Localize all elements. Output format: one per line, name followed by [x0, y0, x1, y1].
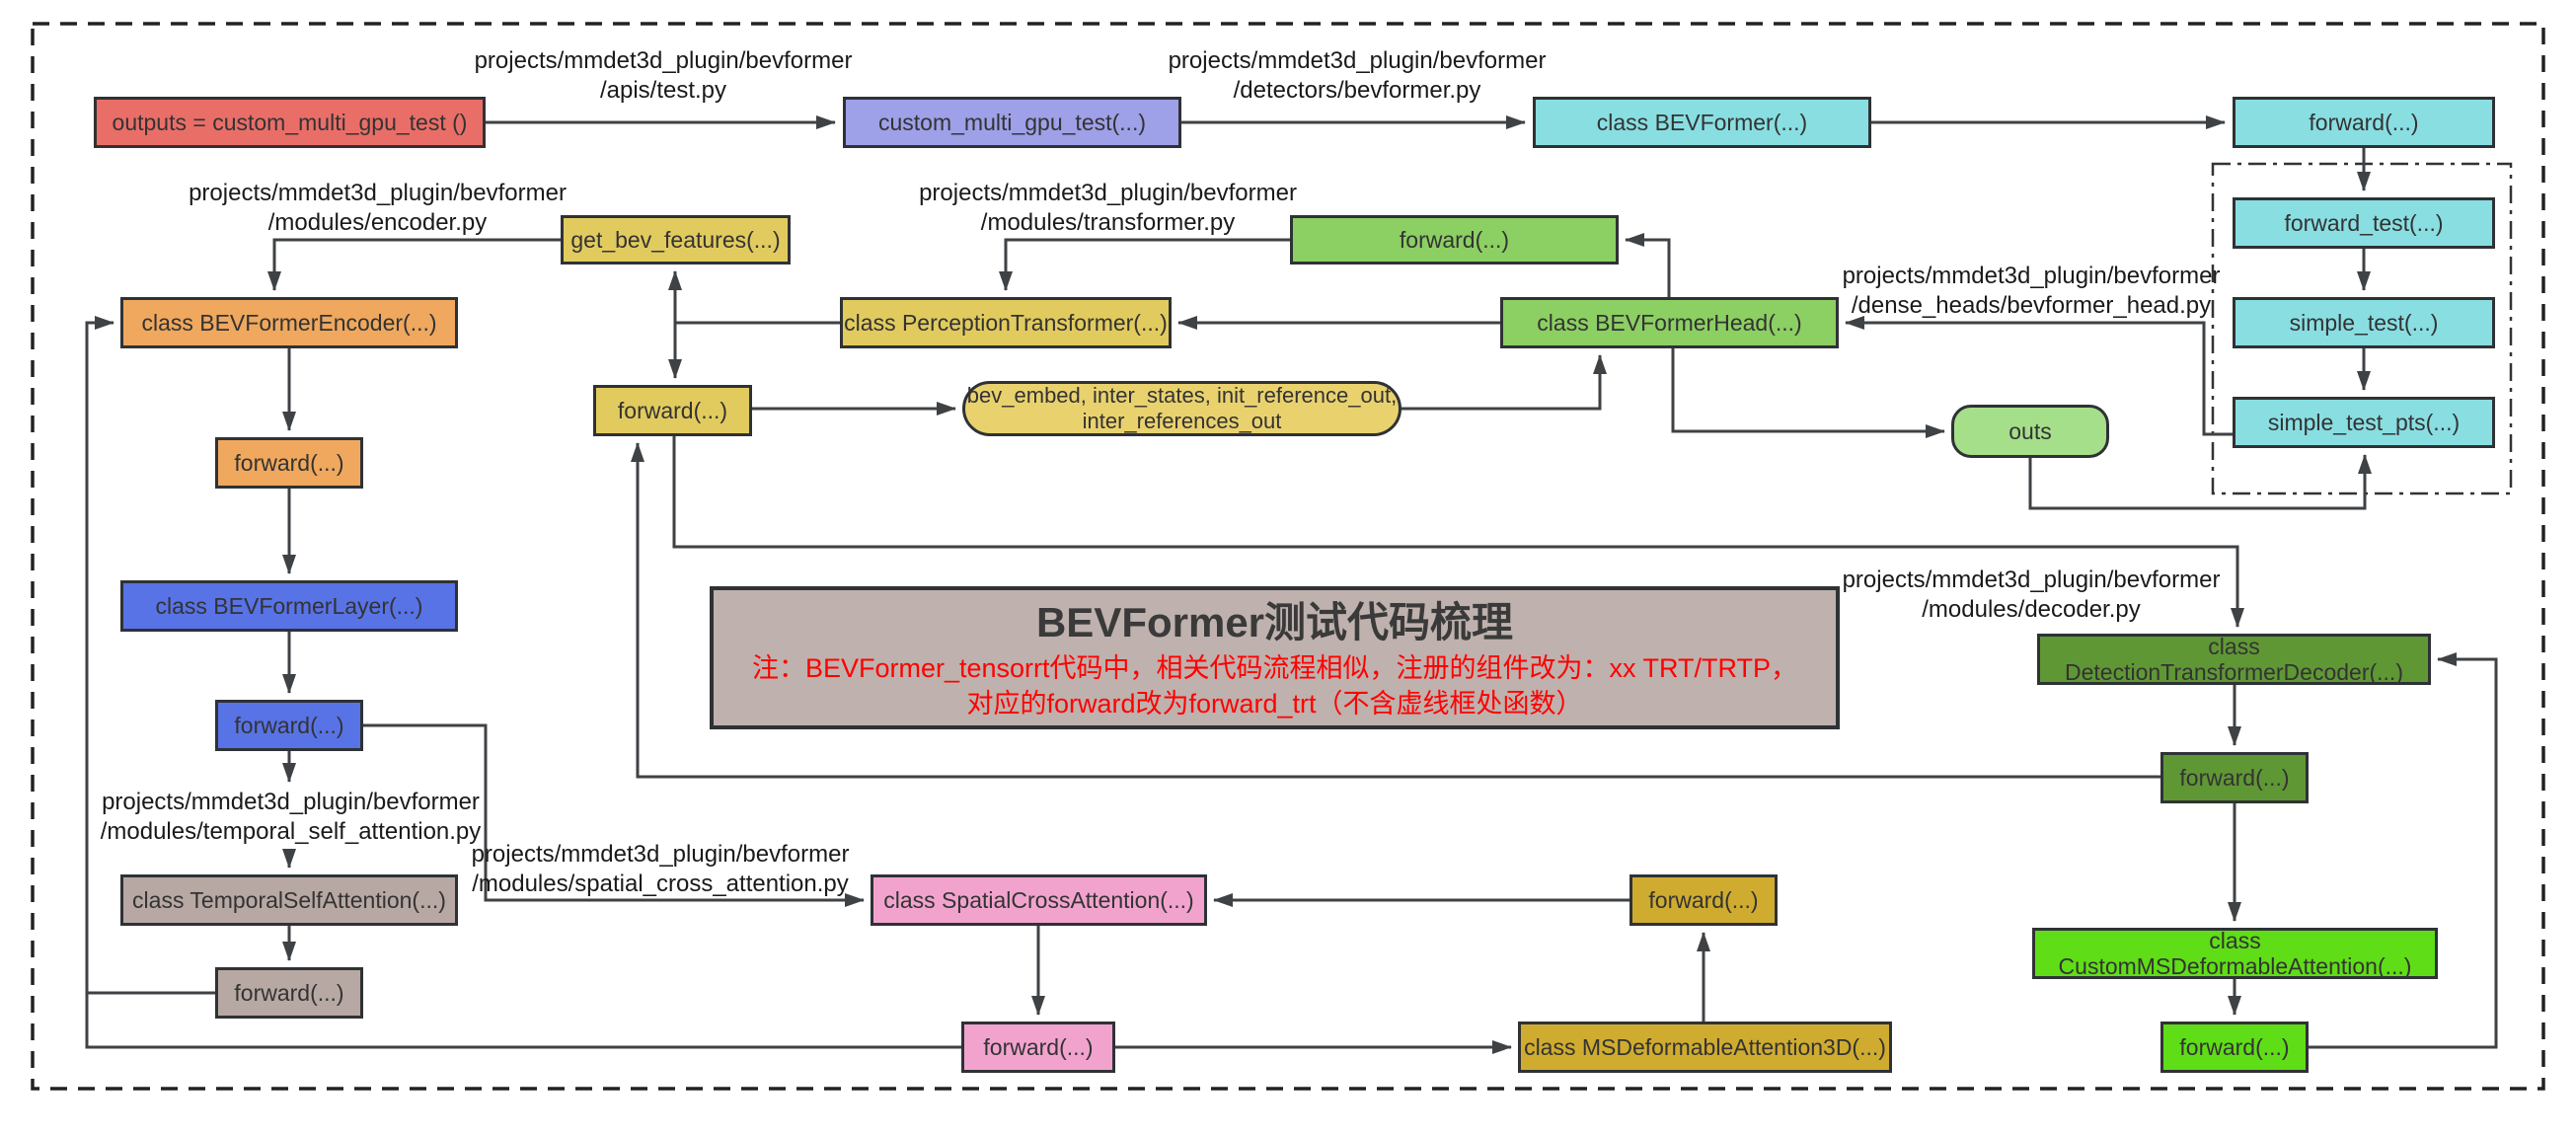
- edge-label-apis-test: projects/mmdet3d_plugin/bevformer /apis/…: [474, 47, 853, 104]
- edge-label-modules-encoder: projects/mmdet3d_plugin/bevformer /modul…: [189, 180, 567, 236]
- node-decoder-forward: forward(...): [2160, 752, 2309, 803]
- edge-label-modules-spatial-cross-attention: projects/mmdet3d_plugin/bevformer /modul…: [471, 841, 850, 897]
- outer-dashed-border: [31, 22, 2545, 1091]
- node-class-bevformer-layer: class BEVFormerLayer(...): [120, 580, 458, 632]
- node-class-bevformer-encoder: class BEVFormerEncoder(...): [120, 297, 458, 348]
- node-outputs: outputs = custom_multi_gpu_test (): [94, 97, 486, 148]
- connector-layer-forward-to-spatial-cross-attention: [363, 723, 865, 907]
- node-class-perception-transformer: class PerceptionTransformer(...): [840, 297, 1172, 348]
- connector-outs-to-simple-test-pts: [2028, 454, 2372, 510]
- connector-simple-test-pts-to-bevformer-head: [1845, 316, 2233, 436]
- connector-feedback-bus-to-encoder: [85, 316, 961, 1049]
- node-cmda-forward: forward(...): [2160, 1022, 2309, 1073]
- connector-bevformer-head-to-outs: [1671, 348, 1945, 438]
- node-tsa-forward: forward(...): [215, 967, 363, 1019]
- node-class-bevformer: class BEVFormer(...): [1533, 97, 1871, 148]
- node-outs: outs: [1951, 405, 2109, 458]
- node-custom-multi-gpu-test: custom_multi_gpu_test(...): [843, 97, 1181, 148]
- node-class-bevformer-head: class BEVFormerHead(...): [1500, 297, 1839, 348]
- node-head-forward: forward(...): [1290, 215, 1619, 265]
- node-simple-test-pts: simple_test_pts(...): [2233, 397, 2495, 448]
- connector-bevformer-head-to-head-forward: [1625, 233, 1671, 297]
- node-msda3d-forward: forward(...): [1629, 874, 1778, 926]
- edge-label-detectors-bevformer: projects/mmdet3d_plugin/bevformer /detec…: [1168, 47, 1547, 104]
- edge-label-modules-temporal-self-attention: projects/mmdet3d_plugin/bevformer /modul…: [100, 789, 482, 845]
- node-get-bev-features: get_bev_features(...): [561, 215, 791, 265]
- node-simple-test: simple_test(...): [2233, 297, 2495, 348]
- node-layer-forward: forward(...): [215, 700, 363, 751]
- connector-get-bev-features-to-encoder: [267, 238, 561, 291]
- node-sca-forward: forward(...): [961, 1022, 1115, 1073]
- connector-cmda-forward-to-decoder: [2309, 652, 2498, 1049]
- note-line-2: 对应的forward改为forward_trt（不含虚线框处函数）: [966, 688, 1583, 719]
- diagram-title: BEVFormer测试代码梳理: [1035, 598, 1514, 645]
- edge-label-modules-transformer: projects/mmdet3d_plugin/bevformer /modul…: [919, 180, 1297, 236]
- node-class-spatial-cross-attention: class SpatialCrossAttention(...): [871, 874, 1207, 926]
- dash-dot-group-border: [2211, 162, 2513, 495]
- node-class-ms-deformable-attention-3d: class MSDeformableAttention3D(...): [1518, 1022, 1892, 1073]
- node-class-temporal-self-attention: class TemporalSelfAttention(...): [120, 874, 458, 926]
- node-class-detection-transformer-decoder: class DetectionTransformerDecoder(...): [2037, 634, 2431, 685]
- node-encoder-forward: forward(...): [215, 437, 363, 489]
- connector-pt-forward-to-decoder: [672, 436, 2244, 628]
- note-box: BEVFormer测试代码梳理 注：BEVFormer_tensorrt代码中，…: [710, 586, 1840, 729]
- node-bevformer-forward: forward(...): [2233, 97, 2495, 148]
- edge-label-dense-heads-bevformer-head: projects/mmdet3d_plugin/bevformer /dense…: [1842, 263, 2221, 319]
- node-pt-forward: forward(...): [593, 385, 752, 436]
- node-forward-test: forward_test(...): [2233, 197, 2495, 249]
- node-bev-embed-outputs: bev_embed, inter_states, init_reference_…: [962, 381, 1402, 436]
- node-class-custom-ms-deformable-attention: class CustomMSDeformableAttention(...): [2032, 928, 2438, 979]
- connector-head-forward-to-perception-transformer: [999, 238, 1290, 291]
- connector-bev-embed-to-bevformer-head: [1402, 354, 1607, 411]
- connector-decoder-forward-to-pt-forward: [631, 442, 2160, 779]
- note-line-1: 注：BEVFormer_tensorrt代码中，相关代码流程相似，注册的组件改为…: [751, 652, 1798, 683]
- edge-label-modules-decoder: projects/mmdet3d_plugin/bevformer /modul…: [1842, 567, 2221, 623]
